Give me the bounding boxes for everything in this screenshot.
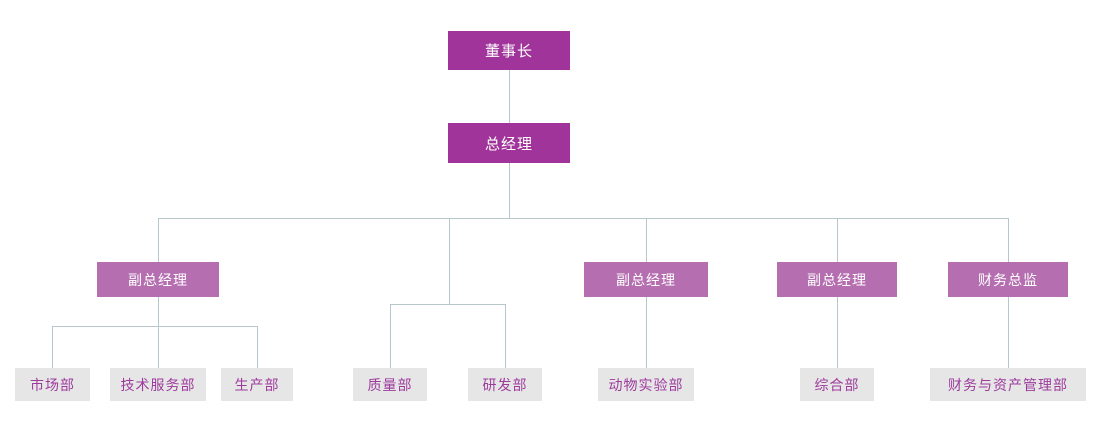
connector-line xyxy=(505,304,506,368)
org-node-vp-1: 副总经理 xyxy=(97,262,219,297)
connector-line xyxy=(1008,218,1009,262)
connector-line xyxy=(158,297,159,326)
connector-line xyxy=(158,218,159,262)
org-node-quality-dept: 质量部 xyxy=(353,368,427,401)
org-node-vp-2: 副总经理 xyxy=(584,262,708,297)
connector-line xyxy=(52,326,257,327)
connector-line xyxy=(52,326,53,368)
connector-line xyxy=(158,218,1008,219)
connector-line xyxy=(390,304,505,305)
org-node-finance-asset-dept: 财务与资产管理部 xyxy=(930,368,1086,401)
org-node-finance-director: 财务总监 xyxy=(948,262,1068,297)
connector-line xyxy=(390,304,391,368)
org-node-rd-dept: 研发部 xyxy=(468,368,542,401)
org-node-marketing-dept: 市场部 xyxy=(15,368,90,401)
org-node-general-affairs-dept: 综合部 xyxy=(800,368,874,401)
connector-line xyxy=(509,70,510,123)
org-node-animal-lab-dept: 动物实验部 xyxy=(598,368,694,401)
connector-line xyxy=(509,163,510,218)
connector-line xyxy=(837,297,838,368)
org-node-general-manager: 总经理 xyxy=(448,123,570,163)
org-node-chairman: 董事长 xyxy=(448,31,570,70)
connector-line xyxy=(449,218,450,304)
connector-line xyxy=(1008,297,1009,368)
connector-line xyxy=(646,218,647,262)
org-node-production-dept: 生产部 xyxy=(221,368,293,401)
connector-line xyxy=(646,297,647,368)
connector-line xyxy=(257,326,258,368)
connector-line xyxy=(837,218,838,262)
connector-line xyxy=(158,326,159,368)
org-node-vp-3: 副总经理 xyxy=(777,262,897,297)
org-node-tech-service-dept: 技术服务部 xyxy=(110,368,206,401)
